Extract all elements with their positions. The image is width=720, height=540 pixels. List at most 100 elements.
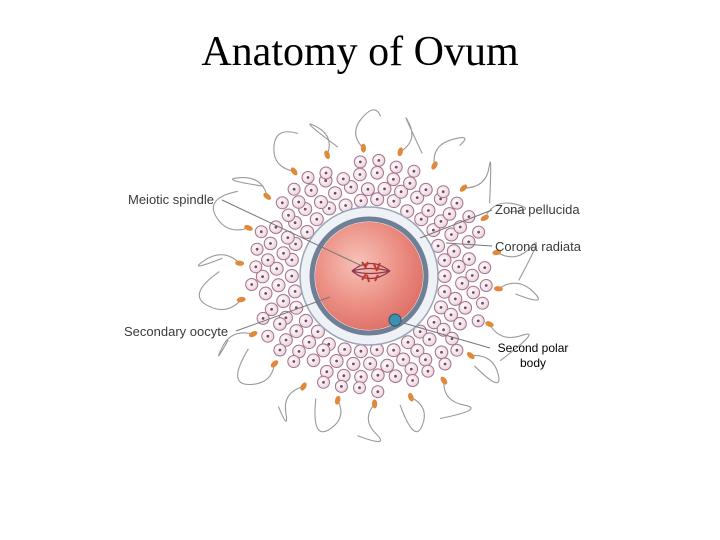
- corona-cell-nucleus: [284, 338, 288, 342]
- corona-cell-nucleus: [290, 274, 294, 278]
- corona-cell-nucleus: [264, 292, 268, 295]
- sperm-head: [270, 360, 279, 368]
- corona-cell-nucleus: [266, 334, 270, 338]
- corona-cell-nucleus: [428, 338, 431, 341]
- sperm-head: [493, 286, 503, 292]
- corona-cell-nucleus: [293, 221, 297, 225]
- corona-cell-nucleus: [406, 340, 410, 344]
- corona-cell-nucleus: [471, 291, 475, 294]
- corona-cell-nucleus: [278, 348, 282, 352]
- sperm-head: [466, 352, 475, 360]
- sperm-tail: [470, 354, 500, 384]
- sperm-tail: [237, 348, 276, 386]
- corona-cell-nucleus: [282, 251, 285, 255]
- corona-cell-nucleus: [416, 349, 419, 352]
- label-secondary-oocyte: Secondary oocyte: [124, 324, 228, 339]
- sperm-cells: [197, 109, 539, 443]
- corona-cell-nucleus: [426, 369, 430, 373]
- corona-cell-nucleus: [385, 364, 389, 368]
- corona-cell-nucleus: [408, 181, 412, 185]
- leader-secondary-oocyte: [235, 296, 331, 332]
- corona-cell-nucleus: [443, 258, 446, 262]
- corona-cell-nucleus: [366, 187, 370, 191]
- corona-cell-nucleus: [319, 200, 323, 204]
- corona-cell-nucleus: [333, 191, 337, 195]
- corona-cell-nucleus: [359, 349, 363, 353]
- corona-cell-nucleus: [467, 240, 471, 244]
- label-corona-radiata: Corona radiata: [495, 239, 582, 254]
- leader-zona-pellucida: [419, 209, 493, 239]
- corona-cell-nucleus: [270, 307, 273, 311]
- corona-cell-nucleus: [411, 379, 414, 382]
- corona-cell-nucleus: [452, 249, 456, 253]
- corona-cell-nucleus: [394, 165, 398, 169]
- corona-cell-nucleus: [281, 299, 285, 303]
- corona-cell-nucleus: [307, 340, 311, 344]
- corona-cell-nucleus: [442, 328, 445, 332]
- corona-cell-nucleus: [455, 201, 459, 205]
- corona-cell-nucleus: [325, 370, 329, 374]
- corona-cell-nucleus: [312, 358, 315, 362]
- corona-cell-nucleus: [427, 209, 430, 212]
- sperm-head: [485, 321, 494, 328]
- corona-cell-nucleus: [278, 322, 282, 326]
- corona-cell-nucleus: [275, 267, 279, 271]
- corona-cell-nucleus: [297, 200, 301, 204]
- sperm-tail: [197, 254, 240, 267]
- corona-cell-nucleus: [392, 348, 395, 352]
- oocyte-membrane: [309, 216, 429, 336]
- corona-cell-nucleus: [266, 258, 270, 262]
- sperm-head: [300, 382, 307, 391]
- corona-cell-nucleus: [470, 274, 474, 277]
- meiotic-spindle: [351, 261, 391, 283]
- corona-cell-nucleus: [440, 350, 443, 354]
- second-polar-body-caption: Second polar body: [480, 341, 586, 371]
- corona-cell-nucleus: [443, 362, 447, 366]
- sperm-tail: [399, 396, 425, 433]
- sperm-head: [440, 376, 448, 385]
- corona-cell-nucleus: [457, 265, 461, 269]
- corona-cell-nucleus: [250, 283, 254, 286]
- sperm-tail: [218, 332, 254, 357]
- secondary-oocyte: [315, 222, 423, 330]
- corona-cell-nucleus: [481, 301, 484, 305]
- sperm-head: [249, 331, 258, 338]
- corona-cell-nucleus: [439, 197, 442, 201]
- corona-cell-nucleus: [321, 349, 325, 352]
- sperm-tail: [400, 117, 423, 154]
- corona-cell-nucleus: [254, 265, 258, 269]
- corona-cell-nucleus: [368, 362, 372, 365]
- leader-corona-radiata: [445, 242, 493, 247]
- corona-cell-nucleus: [261, 275, 264, 278]
- sperm-head: [408, 392, 414, 402]
- corona-cell-nucleus: [306, 176, 310, 179]
- corona-cell-nucleus: [436, 244, 440, 248]
- corona-cell-nucleus: [359, 199, 363, 203]
- corona-cell-nucleus: [415, 196, 419, 200]
- corona-cell-nucleus: [358, 173, 362, 176]
- sperm-head: [371, 399, 378, 409]
- corona-cell-nucleus: [392, 199, 396, 203]
- corona-cell-nucleus: [294, 306, 298, 310]
- sperm-tail: [277, 385, 304, 422]
- corona-cell-nucleus: [327, 207, 331, 210]
- corona-cell-nucleus: [483, 266, 487, 269]
- second-polar-body: [388, 313, 402, 327]
- corona-cell-nucleus: [409, 367, 413, 371]
- sperm-head: [263, 192, 272, 200]
- sperm-head: [397, 147, 404, 157]
- corona-cell-nucleus: [293, 290, 297, 293]
- corona-cell-nucleus: [467, 257, 471, 261]
- corona-cell-nucleus: [294, 242, 297, 246]
- leader-meiotic-spindle: [221, 199, 363, 267]
- corona-cell-nucleus: [484, 284, 488, 287]
- corona-cell-nucleus: [432, 228, 435, 232]
- sperm-tail: [309, 123, 339, 156]
- corona-cell-nucleus: [460, 281, 464, 285]
- sperm-tail: [463, 161, 492, 204]
- corona-cell-nucleus: [255, 247, 259, 251]
- corona-cell-nucleus: [377, 159, 381, 162]
- sperm-head: [244, 224, 253, 231]
- sperm-tail: [489, 323, 530, 362]
